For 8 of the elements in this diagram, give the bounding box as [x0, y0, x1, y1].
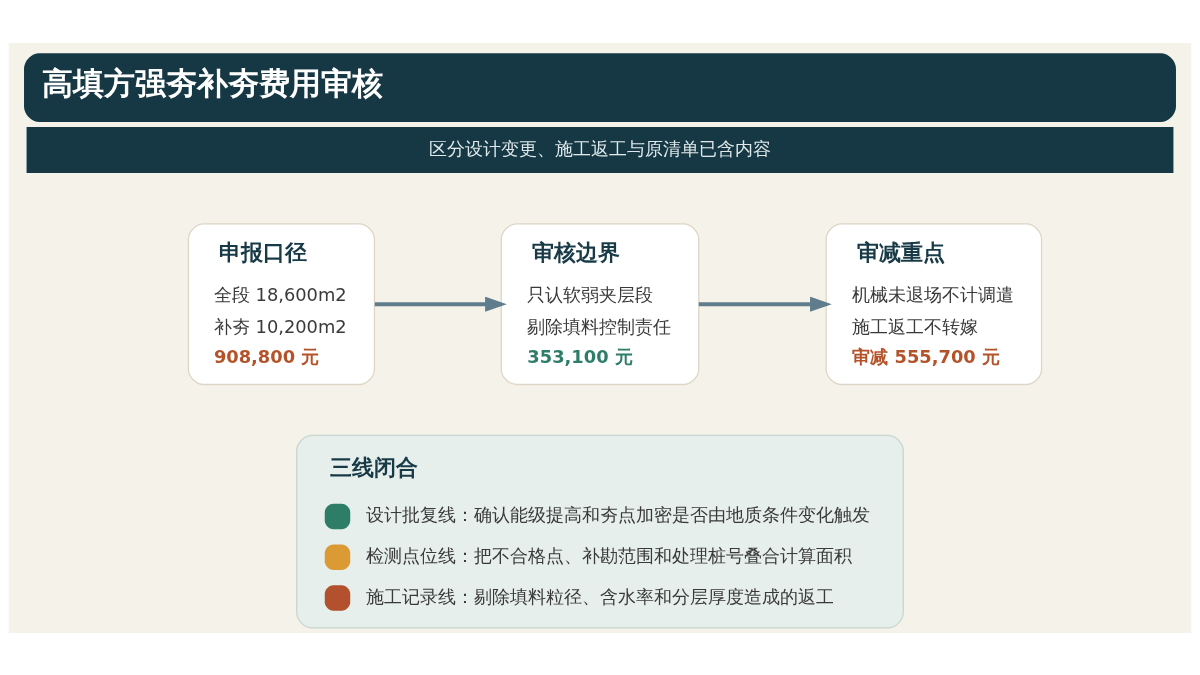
node-box: 审核边界 只认软弱夹层段 剔除填料控制责任 353,100 元 — [500, 222, 700, 385]
node-box: 三线闭合 设计批复线：确认能级提高和夯点加密是否由地质条件变化触发 检测点位线：把不合格点、补勘范围和处理桩号叠合计算面积 施工记录线：剔除填料粒径、含水率和分层厚度造成的返工 — [296, 434, 904, 629]
label: 区分设计变更、施工返工与原清单已含内容 — [429, 137, 771, 159]
diagram-title: 高填方强夯补夯费用审核 — [41, 65, 383, 101]
arrow — [698, 296, 832, 312]
node-box: 审减重点 机械未退场不计调遣 施工返工不转嫁 审减 555,700 元 — [825, 222, 1043, 385]
arrow — [374, 296, 507, 312]
node-box: 申报口径 全段 18,600m2 补夯 10,200m2 908,800 元 — [187, 222, 376, 385]
